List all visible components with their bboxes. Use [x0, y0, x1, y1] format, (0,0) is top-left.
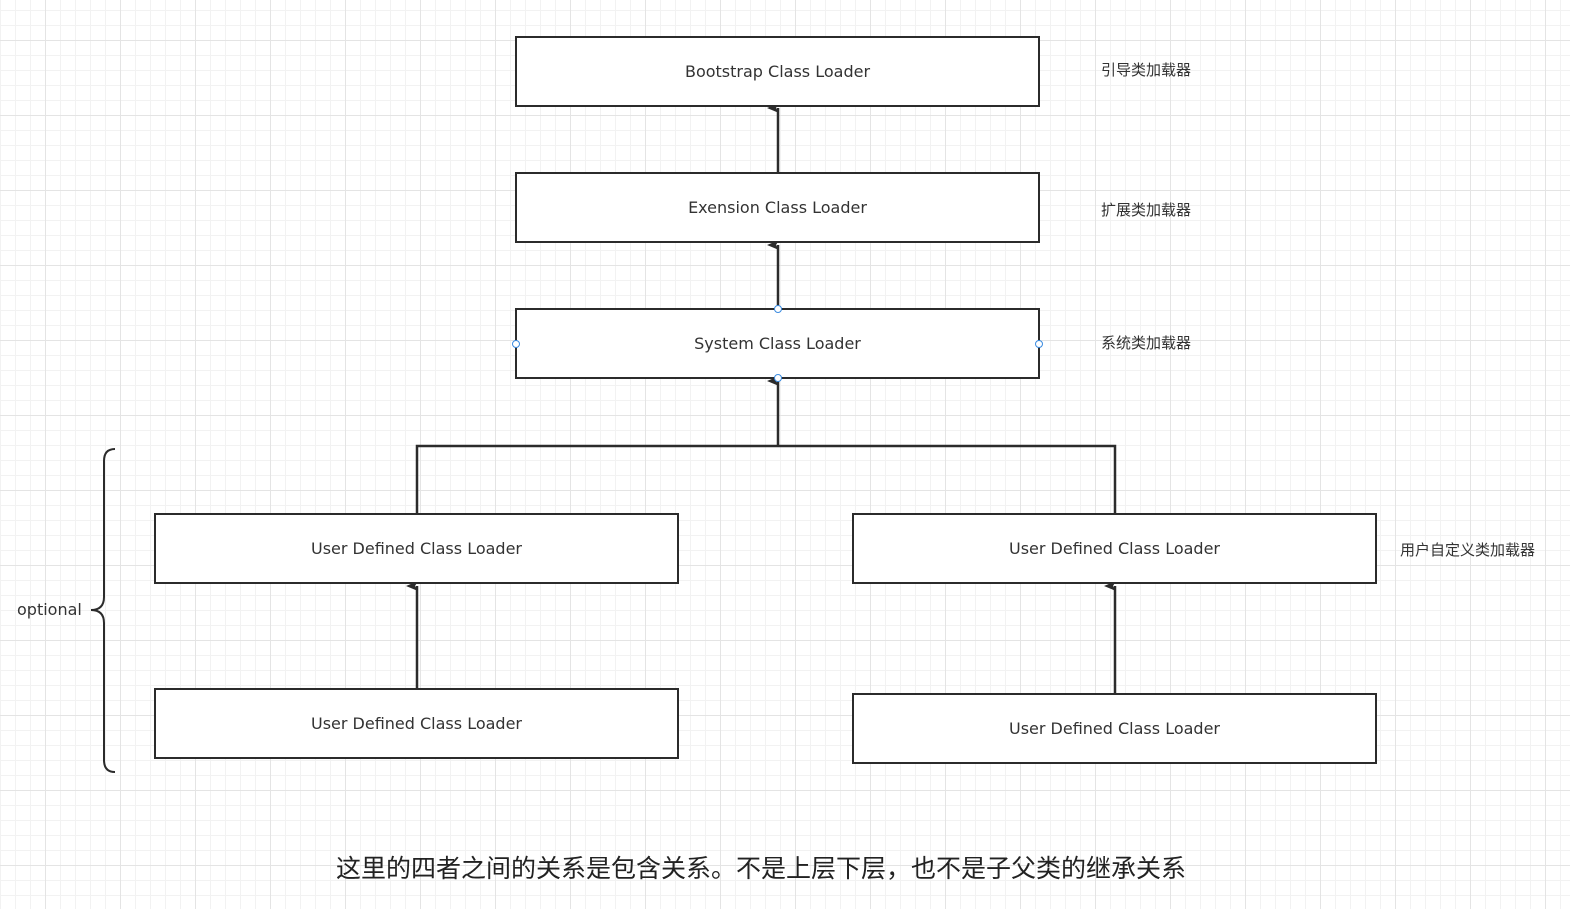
- system-class-loader-label: System Class Loader: [694, 334, 861, 353]
- optional-label: optional: [17, 600, 82, 619]
- diagram-caption: 这里的四者之间的关系是包含关系。不是上层下层，也不是子父类的继承关系: [336, 854, 1187, 883]
- user-defined-label: User Defined Class Loader: [1008, 539, 1220, 558]
- system-side-label: 系统类加载器: [1101, 334, 1192, 352]
- bootstrap-class-loader-node[interactable]: Bootstrap Class Loader: [515, 36, 1040, 107]
- connection-handle-left[interactable]: [512, 340, 520, 348]
- bootstrap-side-label: 引导类加载器: [1101, 61, 1192, 79]
- user-defined-label: User Defined Class Loader: [310, 714, 522, 733]
- optional-brace: [90, 448, 116, 773]
- extension-class-loader-label: Exension Class Loader: [688, 198, 867, 217]
- extension-class-loader-node[interactable]: Exension Class Loader: [515, 172, 1040, 243]
- user-defined-label: User Defined Class Loader: [1008, 719, 1220, 738]
- user-defined-class-loader-left-top[interactable]: User Defined Class Loader: [154, 513, 679, 584]
- connector-user-left-to-system: [415, 444, 778, 513]
- user-defined-class-loader-right-bottom[interactable]: User Defined Class Loader: [852, 693, 1377, 764]
- user-defined-class-loader-right-top[interactable]: User Defined Class Loader: [852, 513, 1377, 584]
- extension-side-label: 扩展类加载器: [1101, 201, 1192, 219]
- system-class-loader-node[interactable]: System Class Loader: [515, 308, 1040, 379]
- user-defined-class-loader-left-bottom[interactable]: User Defined Class Loader: [154, 688, 679, 759]
- bootstrap-class-loader-label: Bootstrap Class Loader: [684, 62, 871, 81]
- connection-handle-right[interactable]: [1035, 340, 1043, 348]
- user-defined-label: User Defined Class Loader: [310, 539, 522, 558]
- user-defined-side-label: 用户自定义类加载器: [1400, 541, 1536, 559]
- connector-user-right-to-system: [778, 444, 1117, 513]
- connection-handle-bottom[interactable]: [774, 374, 782, 382]
- connection-handle-top[interactable]: [774, 305, 782, 313]
